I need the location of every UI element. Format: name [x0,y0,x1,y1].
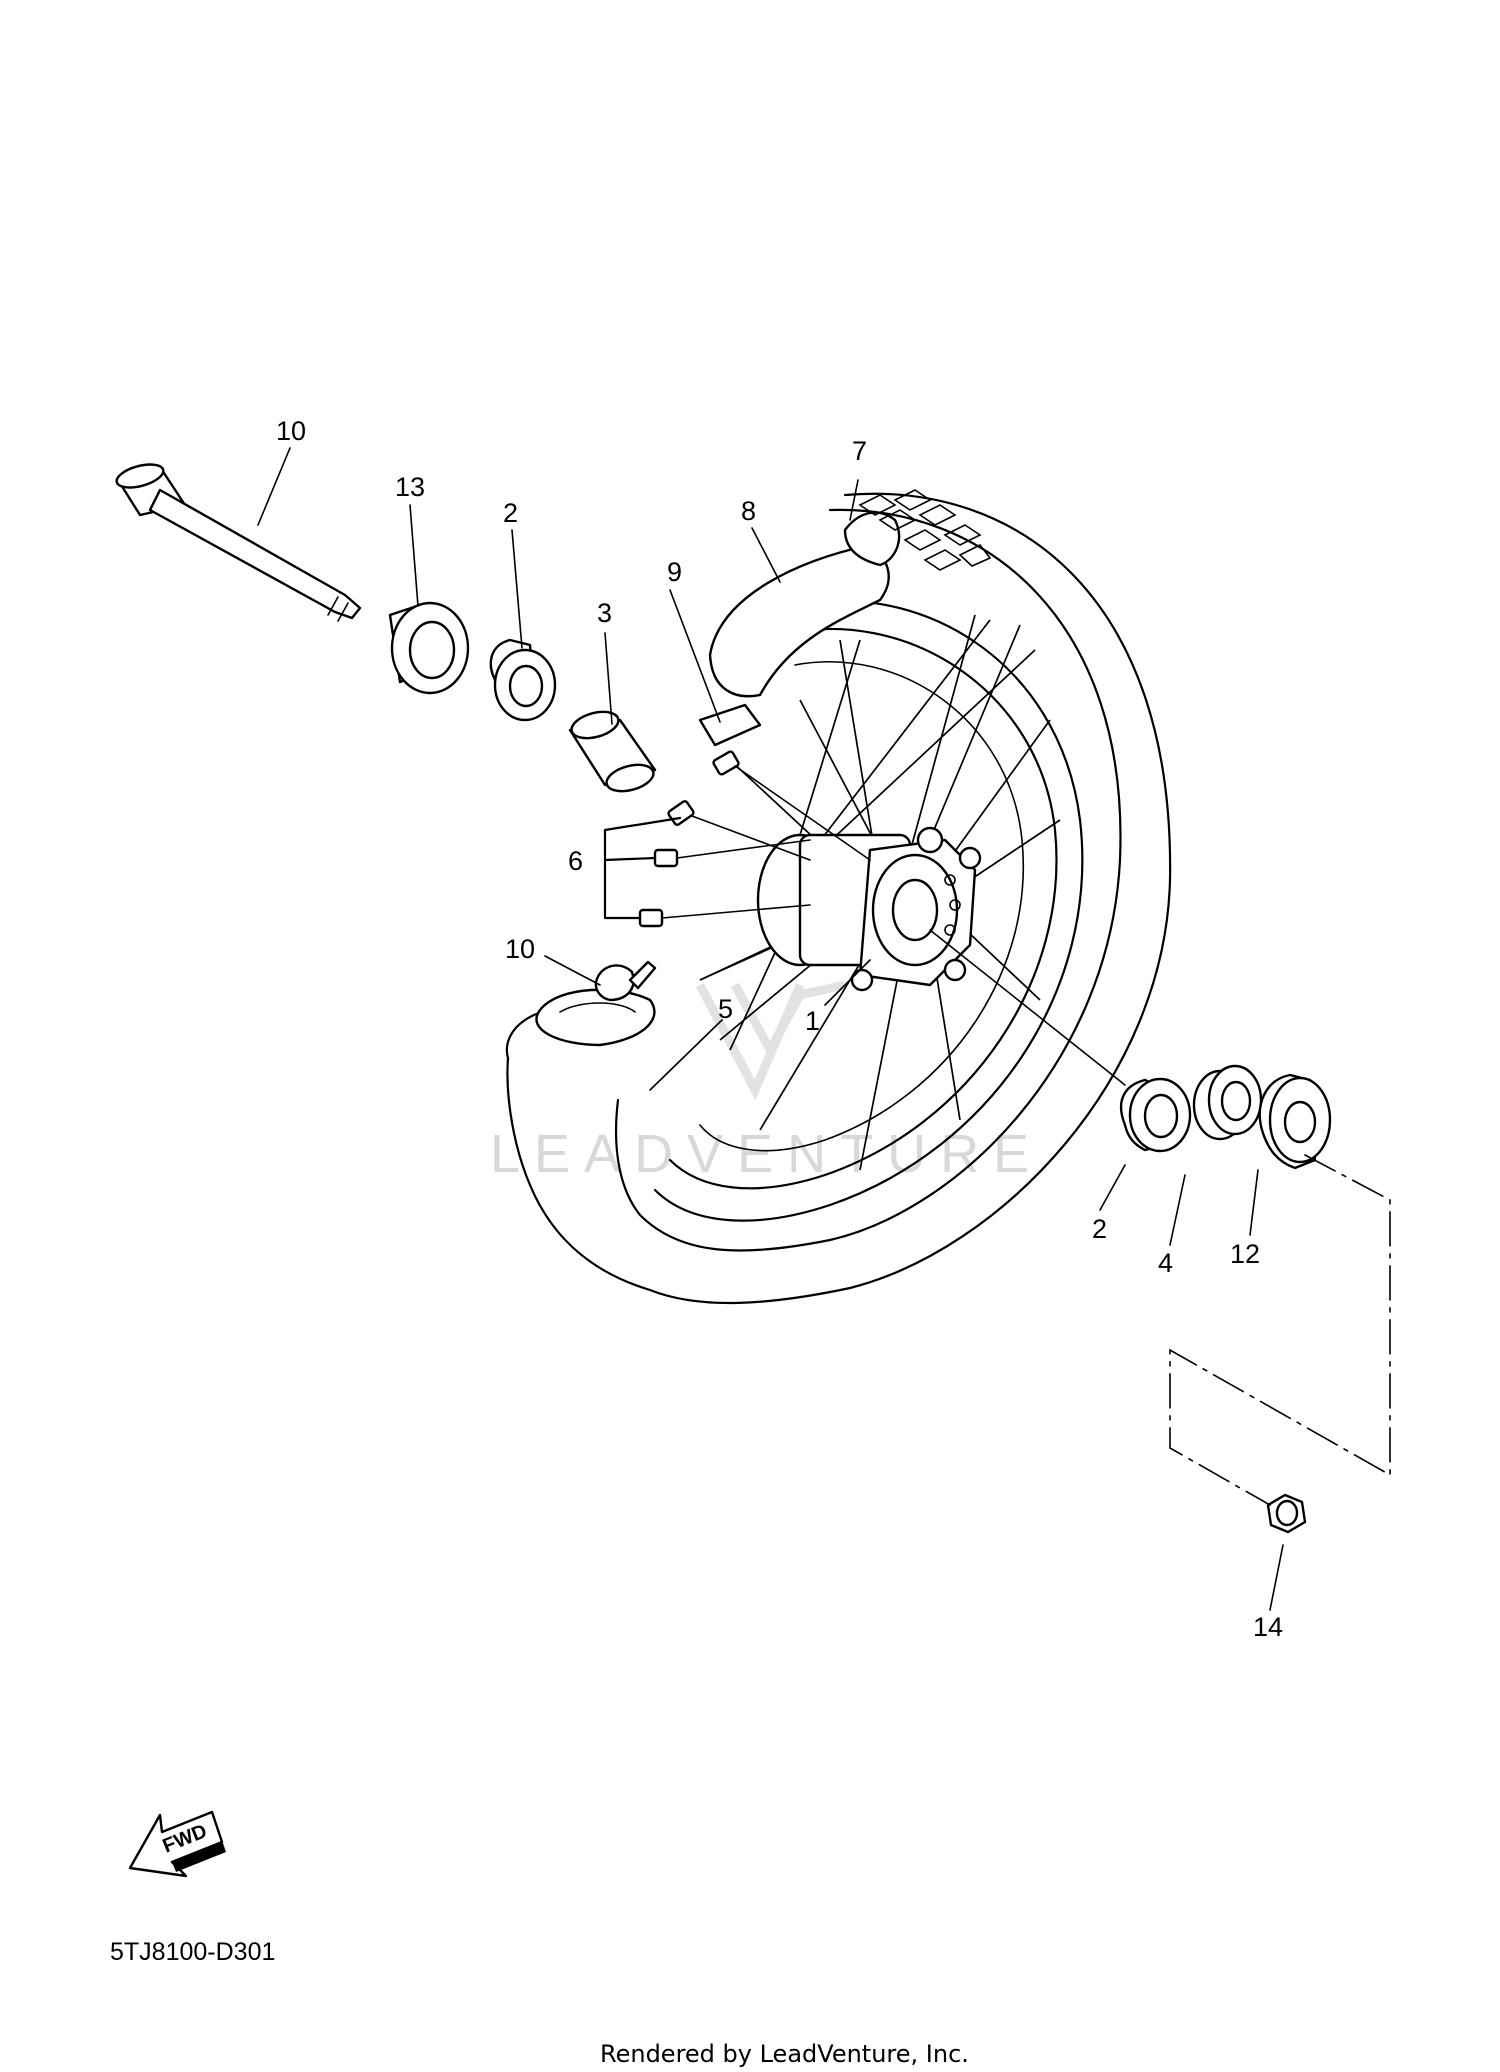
footer-credit: Rendered by LeadVenture, Inc. [600,2040,969,2068]
leadventure-logo-icon [696,980,846,1101]
callout-8: 8 [741,496,756,526]
fwd-arrow-icon: FWD [128,1810,226,1878]
watermark: LEADVENTURE [490,980,1043,1184]
callout-12: 12 [1230,1239,1260,1269]
watermark-text: LEADVENTURE [490,1124,1043,1184]
rim-band [708,511,901,698]
callout-7: 7 [852,436,867,466]
callout-labels: 10 13 2 3 9 8 7 6 10 5 1 2 4 12 14 [276,416,1283,1642]
spacer [568,710,657,793]
callout-1: 1 [805,1006,820,1036]
collar [388,601,470,695]
callout-5: 5 [718,994,733,1024]
callout-13: 13 [395,472,425,502]
bearing-left [489,638,557,722]
callout-2-left: 2 [503,498,518,528]
callout-10: 10 [505,934,535,964]
oil-seal [1192,1064,1263,1141]
tube [535,960,657,1047]
axle-nut [1266,1493,1307,1534]
diagram-code: 5TJ8100-D301 [110,1938,275,1966]
callout-11: 10 [276,416,306,446]
leader-lines [257,447,1284,1611]
callout-4: 4 [1158,1248,1173,1278]
collar-right [1258,1073,1332,1170]
bearing-right [1119,1077,1192,1153]
axis-line [929,929,1391,1506]
callout-14: 14 [1253,1612,1283,1642]
rim-lock [698,703,762,747]
front-axle [115,463,362,622]
hub [756,826,982,992]
callout-2-right: 2 [1092,1214,1107,1244]
callout-9: 9 [667,557,682,587]
callout-3: 3 [597,598,612,628]
callout-6: 6 [568,846,583,876]
spoke-nipples [603,750,871,928]
tire-tread [858,489,992,571]
